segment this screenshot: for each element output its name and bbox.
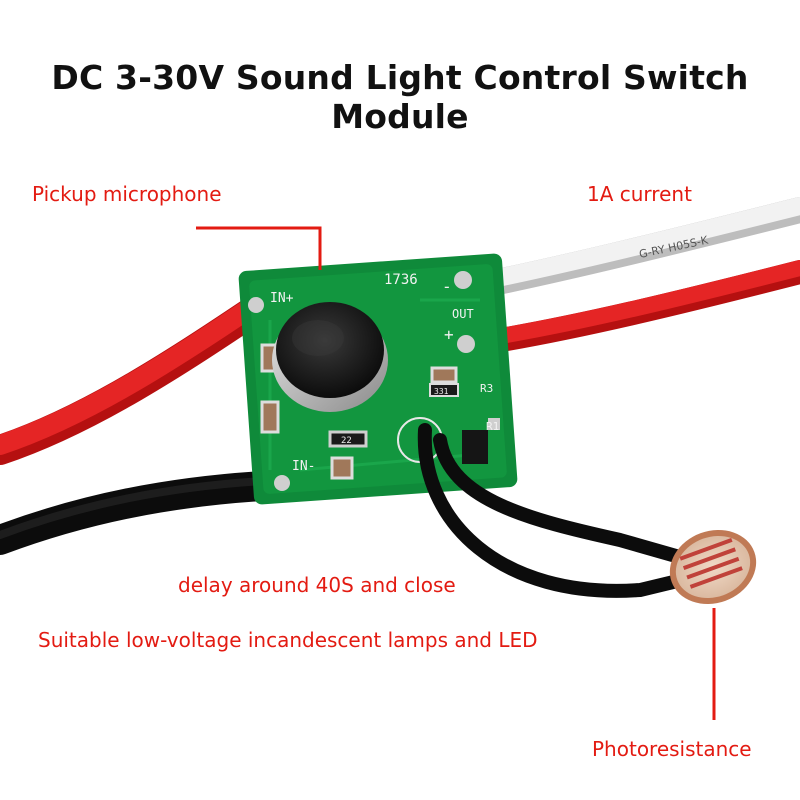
photoresistor bbox=[669, 529, 757, 605]
ldr-lead-wire-2 bbox=[433, 433, 697, 567]
board-minus: - bbox=[442, 277, 452, 296]
microphone-capsule bbox=[272, 302, 388, 412]
resistor-code: 331 bbox=[434, 387, 449, 396]
label-current: 1A current bbox=[587, 182, 692, 206]
board-out: OUT bbox=[452, 307, 474, 321]
board-in-minus: IN- bbox=[292, 459, 315, 474]
ldr-lead-wire-1 bbox=[417, 423, 697, 598]
product-title: DC 3-30V Sound Light Control Switch Modu… bbox=[51, 58, 749, 136]
board-r3: R3 bbox=[480, 382, 493, 395]
label-pickup-microphone: Pickup microphone bbox=[32, 182, 222, 206]
microphone-pointer-line bbox=[196, 226, 322, 270]
black-input-wire bbox=[0, 470, 297, 555]
label-photoresistance: Photoresistance bbox=[592, 737, 752, 761]
label-suitable: Suitable low-voltage incandescent lamps … bbox=[38, 628, 538, 652]
smd-code: 22 bbox=[341, 436, 352, 446]
label-delay: delay around 40S and close bbox=[178, 573, 456, 597]
board-r1: R1 bbox=[486, 420, 499, 433]
board-part-number: 1736 bbox=[384, 272, 418, 288]
board-in-plus: IN+ bbox=[270, 291, 294, 306]
board-out-plus: + bbox=[444, 325, 454, 344]
